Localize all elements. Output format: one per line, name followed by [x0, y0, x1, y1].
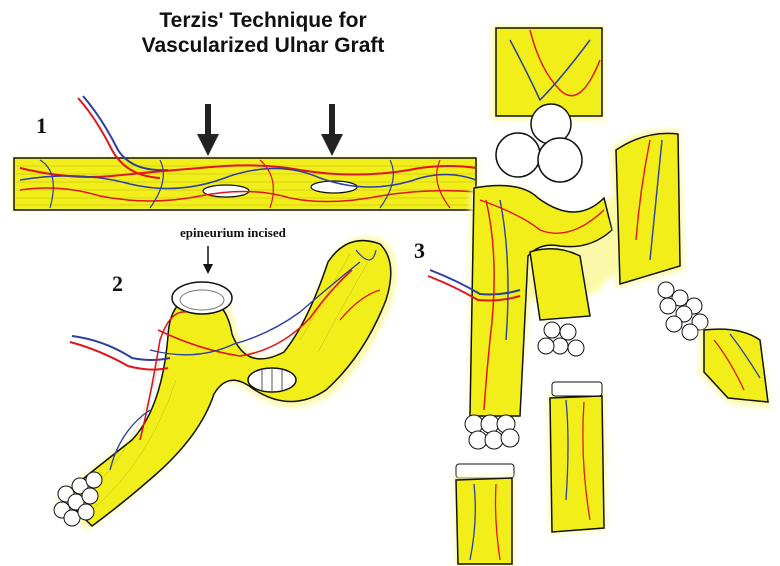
- step-label-2: 2: [112, 271, 123, 297]
- panel-3-cable-graft: [428, 26, 770, 566]
- arrow-down-icon: [197, 104, 219, 156]
- step-label-1: 1: [36, 113, 47, 139]
- nerve-segment: [496, 28, 602, 116]
- panel-2-folded-nerve: [54, 237, 397, 530]
- nerve-segment: [530, 249, 590, 320]
- epineurium-caption: epineurium incised: [180, 225, 286, 241]
- incised-end: [172, 282, 232, 314]
- nerve-segment: [616, 133, 680, 284]
- arrow-down-icon: [203, 246, 213, 274]
- arrow-down-icon: [321, 104, 343, 156]
- nerve-segment: [704, 329, 768, 402]
- step-label-3: 3: [414, 238, 425, 264]
- nerve-segment: [550, 396, 604, 532]
- fascicle-bundle: [456, 464, 514, 478]
- fascicle-bundle: [552, 382, 602, 396]
- fascicle-bundle: [538, 322, 584, 356]
- fascicle-bundle: [465, 415, 519, 449]
- nerve-segment: [456, 478, 512, 564]
- panel-1-straight-nerve: [12, 96, 478, 210]
